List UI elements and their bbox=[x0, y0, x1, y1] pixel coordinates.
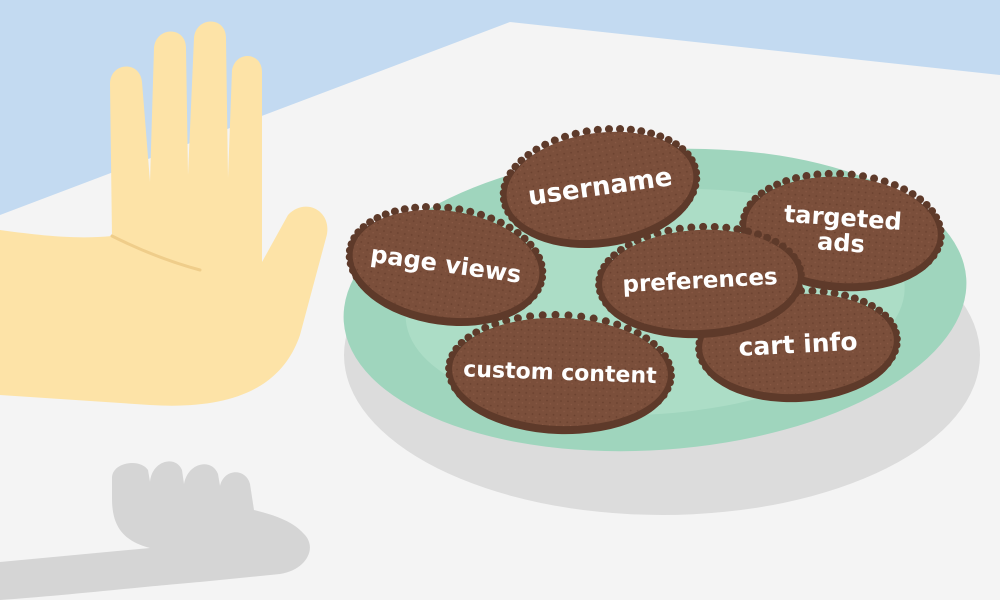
cookie-page-views: page views bbox=[345, 203, 547, 327]
hand-shadow bbox=[0, 461, 310, 600]
cookie-custom-content: custom content bbox=[445, 310, 675, 435]
cookie-edge bbox=[345, 203, 547, 325]
raised-hand bbox=[0, 21, 328, 406]
cookie-edge bbox=[595, 222, 805, 338]
cookie-preferences: preferences bbox=[595, 222, 805, 339]
cookie-edge bbox=[445, 310, 675, 434]
cookie-username: username bbox=[499, 125, 701, 249]
cookie-label: cart info bbox=[738, 327, 858, 362]
cookie-edge bbox=[499, 125, 701, 247]
cookie-label: ads bbox=[816, 227, 866, 258]
